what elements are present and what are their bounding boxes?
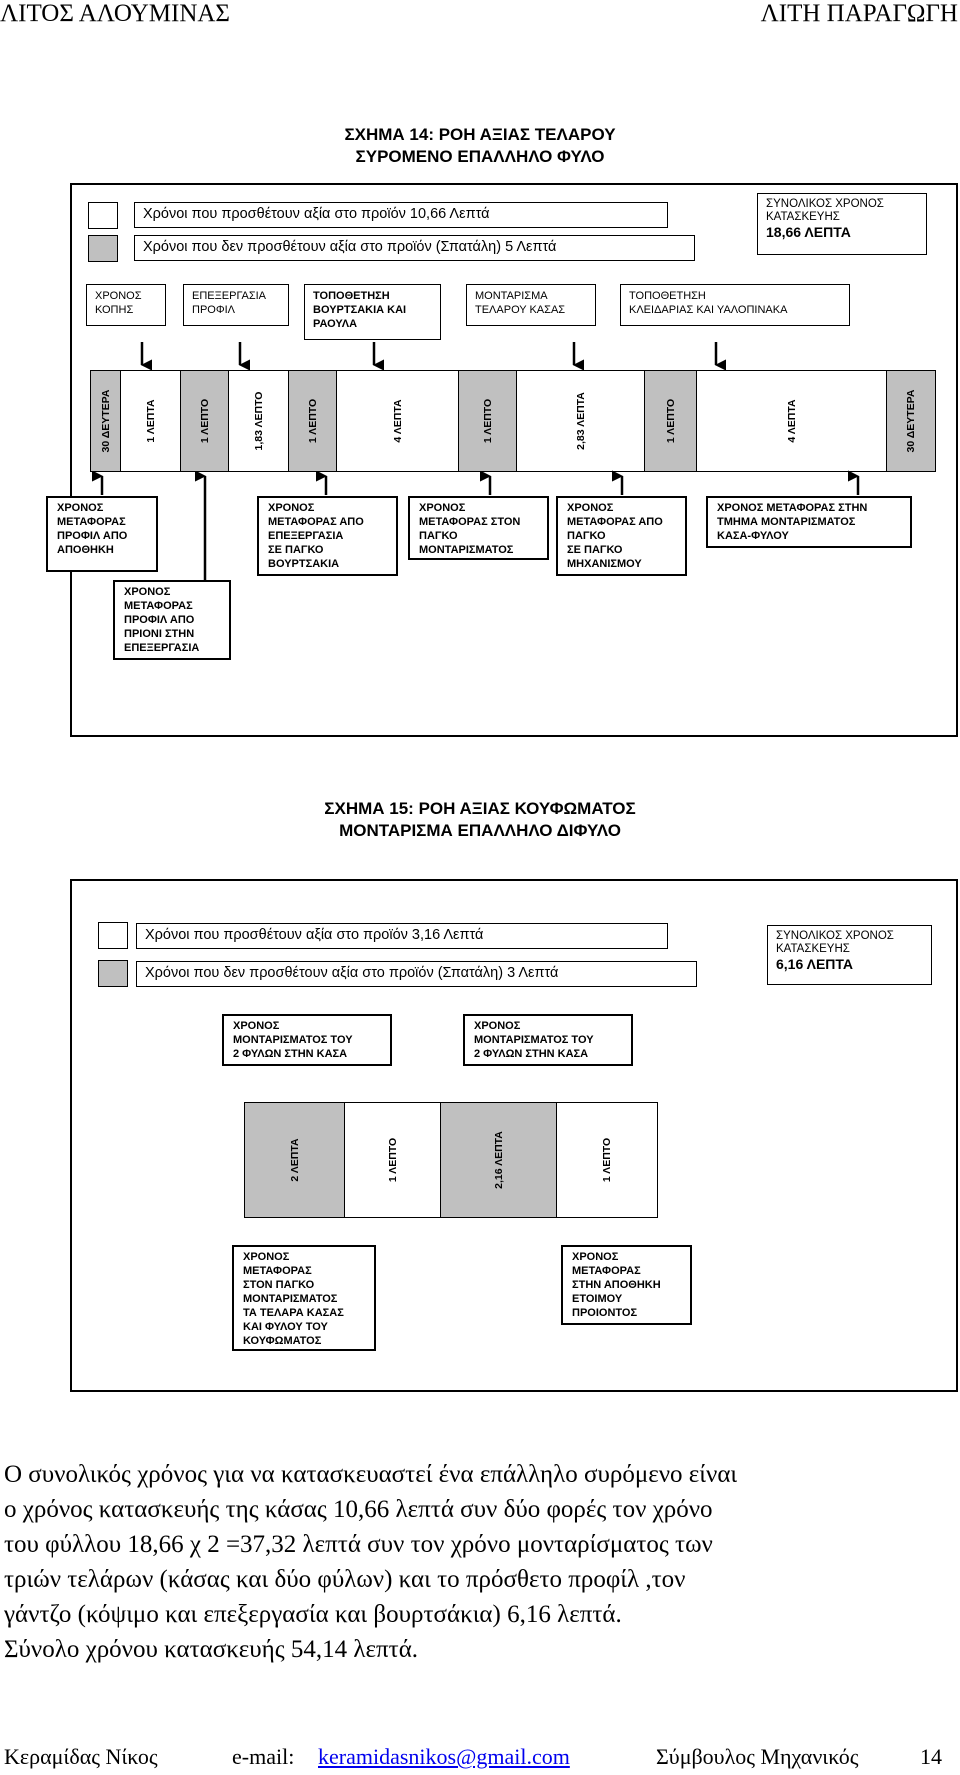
process-box-profile-processing: ΕΠΕΞΕΡΓΑΣΙΑ ΠΡΟΦΙΛ	[183, 284, 289, 326]
paragraph-line: τριών τελάρων (κάσας και δύο φύλων) και …	[4, 1566, 686, 1593]
figure15-title-line1: ΣΧΗΜΑ 15: ΡΟΗ ΑΞΙΑΣ ΚΟΥΦΩΜΑΤΟΣ	[324, 799, 636, 818]
legend-waste-swatch	[88, 235, 118, 262]
segment-time-label: 1 ΛΕΠΤΟ	[386, 1137, 399, 1183]
paragraph-line: ο χρόνος κατασκευής της κάσας 10,66 λεπτ…	[4, 1496, 713, 1523]
legend-value-text: Χρόνοι που προσθέτουν αξία στο προϊόν 10…	[134, 202, 668, 228]
total-time-value: 18,66 ΛΕΠΤΑ	[766, 224, 851, 240]
transport-box-mechanism-bench: ΧΡΟΝΟΣ ΜΕΤΑΦΟΡΑΣ ΑΠΟ ΠΑΓΚΟ ΣΕ ΠΑΓΚΟ ΜΗΧΑ…	[556, 496, 687, 576]
value-time-segment: 4 ΛΕΠΤΑ	[697, 371, 887, 471]
segment-time-label: 4 ΛΕΠΤΑ	[391, 399, 404, 443]
fig15-legend-value-text: Χρόνοι που προσθέτουν αξία στο προϊόν 3,…	[136, 923, 668, 949]
fig15-total-time-label: ΣΥΝΟΛΙΚΟΣ ΧΡΟΝΟΣ ΚΑΤΑΣΚΕΥΗΣ	[776, 930, 894, 955]
segment-time-label: 2,16 ΛΕΠΤΑ	[492, 1131, 505, 1189]
transport-box-saw: ΧΡΟΝΟΣ ΜΕΤΑΦΟΡΑΣ ΠΡΟΦΙΛ ΑΠΟ ΠΡΙΟΝΙ ΣΤΗΝ …	[113, 580, 231, 660]
process-box-cutting: ΧΡΟΝΟΣ ΚΟΠΗΣ	[86, 284, 166, 326]
waste-time-segment: 1 ΛΕΠΤΟ	[289, 371, 337, 471]
total-time-label: ΣΥΝΟΛΙΚΟΣ ΧΡΟΝΟΣ ΚΑΤΑΣΚΕΥΗΣ	[766, 198, 884, 223]
transport-box-assembly-section: ΧΡΟΝΟΣ ΜΕΤΑΦΟΡΑΣ ΣΤΗΝ ΤΜΗΜΑ ΜΟΝΤΑΡΙΣΜΑΤΟ…	[706, 496, 912, 548]
figure15-timeline: 2 ΛΕΠΤΑ 1 ΛΕΠΤΟ 2,16 ΛΕΠΤΑ 1 ΛΕΠΤΟ	[244, 1102, 658, 1218]
summary-paragraph: Ο συνολικός χρόνος για να κατασκευαστεί …	[4, 1457, 958, 1667]
value-time-segment: 1 ΛΕΠΤΑ	[121, 371, 181, 471]
paragraph-line: Ο συνολικός χρόνος για να κατασκευαστεί …	[4, 1461, 738, 1488]
waste-time-segment: 30 ΔΕΥΤΕΡΑ	[91, 371, 121, 471]
paragraph-line: του φύλλου 18,66 χ 2 =37,32 λεπτά συν το…	[4, 1531, 713, 1558]
footer-author: Κεραμίδας Νίκος	[4, 1744, 158, 1769]
segment-time-label: 1 ΛΕΠΤΟ	[664, 398, 677, 444]
fig15-legend-value-swatch	[98, 922, 128, 949]
fig15-legend-waste-swatch	[98, 960, 128, 987]
fig15-legend-waste-text: Χρόνοι που δεν προσθέτουν αξία στο προϊό…	[136, 961, 697, 987]
segment-time-label: 1 ΛΕΠΤΑ	[144, 399, 157, 443]
fig15-transport-box-1: ΧΡΟΝΟΣ ΜΕΤΑΦΟΡΑΣ ΣΤΟΝ ΠΑΓΚΟ ΜΟΝΤΑΡΙΣΜΑΤΟ…	[232, 1245, 376, 1351]
value-time-segment: 1 ΛΕΠΤΟ	[557, 1103, 657, 1217]
fig15-process-box-2: ΧΡΟΝΟΣ ΜΟΝΤΑΡΙΣΜΑΤΟΣ ΤΟΥ 2 ΦΥΛΩΝ ΣΤΗΝ ΚΑ…	[463, 1014, 633, 1066]
segment-time-label: 1 ΛΕΠΤΟ	[601, 1137, 613, 1183]
process-box-frame-assembly: ΜΟΝΤΑΡΙΣΜΑ ΤΕΛΑΡΟΥ ΚΑΣΑΣ	[466, 284, 596, 326]
fig15-total-time-value: 6,16 ΛΕΠΤΑ	[776, 956, 854, 972]
footer-page-number: 14	[920, 1744, 942, 1769]
waste-time-segment: 2 ΛΕΠΤΑ	[245, 1103, 345, 1217]
waste-time-segment: 2,16 ΛΕΠΤΑ	[441, 1103, 557, 1217]
header-right: ΛΙΤΗ ΠΑΡΑΓΩΓΗ	[760, 0, 958, 27]
value-time-segment: 4 ΛΕΠΤΑ	[337, 371, 459, 471]
total-time-box: ΣΥΝΟΛΙΚΟΣ ΧΡΟΝΟΣ ΚΑΤΑΣΚΕΥΗΣ 18,66 ΛΕΠΤΑ	[757, 193, 927, 255]
figure15-title-line2: ΜΟΝΤΑΡΙΣΜΑ ΕΠΑΛΛΗΛΟ ΔΙΦΥΛΟ	[339, 821, 621, 840]
value-time-segment: 1 ΛΕΠΤΟ	[345, 1103, 441, 1217]
process-box-brush-wheel: ΤΟΠΟΘΕΤΗΣΗ ΒΟΥΡΤΣΑΚΙΑ ΚΑΙ ΡΑΟΥΛΑ	[304, 284, 441, 340]
fig15-process-box-1: ΧΡΟΝΟΣ ΜΟΝΤΑΡΙΣΜΑΤΟΣ ΤΟΥ 2 ΦΥΛΩΝ ΣΤΗΝ ΚΑ…	[222, 1014, 392, 1066]
paragraph-line: γάντζο (κόψιμο και επεξεργασία και βουρτ…	[4, 1601, 622, 1628]
segment-time-label: 4 ΛΕΠΤΑ	[785, 399, 798, 443]
segment-time-label: 30 ΔΕΥΤΕΡΑ	[99, 389, 112, 453]
segment-time-label: 1 ΛΕΠΤΟ	[481, 398, 494, 444]
figure14-title-line2: ΣΥΡΟΜΕΝΟ ΕΠΑΛΛΗΛΟ ΦΥΛΟ	[355, 147, 605, 166]
transport-box-assembly-bench: ΧΡΟΝΟΣ ΜΕΤΑΦΟΡΑΣ ΣΤΟΝ ΠΑΓΚΟ ΜΟΝΤΑΡΙΣΜΑΤΟ…	[408, 496, 549, 560]
value-time-segment: 2,83 ΛΕΠΤΑ	[517, 371, 645, 471]
fig15-transport-box-2: ΧΡΟΝΟΣ ΜΕΤΑΦΟΡΑΣ ΣΤΗΝ ΑΠΟΘΗΚΗ ΕΤΟΙΜΟΥ ΠΡ…	[561, 1245, 692, 1325]
footer-role: Σύμβουλος Μηχανικός	[656, 1744, 859, 1769]
value-time-segment: 1,83 ΛΕΠΤΟ	[229, 371, 289, 471]
legend-waste-text: Χρόνοι που δεν προσθέτουν αξία στο προϊό…	[134, 235, 695, 261]
paragraph-line: Σύνολο χρόνου κατασκευής 54,14 λεπτά.	[4, 1636, 419, 1663]
fig15-total-time-box: ΣΥΝΟΛΙΚΟΣ ΧΡΟΝΟΣ ΚΑΤΑΣΚΕΥΗΣ 6,16 ΛΕΠΤΑ	[767, 925, 932, 985]
segment-time-label: 1,83 ΛΕΠΤΟ	[252, 391, 265, 451]
segment-time-label: 2 ΛΕΠΤΑ	[288, 1138, 301, 1182]
segment-time-label: 1 ΛΕΠΤΟ	[198, 398, 211, 444]
segment-time-label: 2,83 ΛΕΠΤΑ	[574, 392, 587, 450]
waste-time-segment: 1 ΛΕΠΤΟ	[459, 371, 517, 471]
transport-box-brush-bench: ΧΡΟΝΟΣ ΜΕΤΑΦΟΡΑΣ ΑΠΟ ΕΠΕΞΕΡΓΑΣΙΑ ΣΕ ΠΑΓΚ…	[257, 496, 398, 576]
segment-time-label: 30 ΔΕΥΤΕΡΑ	[905, 389, 917, 453]
figure14-timeline: 30 ΔΕΥΤΕΡΑ 1 ΛΕΠΤΑ 1 ΛΕΠΤΟ 1,83 ΛΕΠΤΟ 1 ΛΕΠΤ…	[90, 370, 936, 472]
waste-time-segment: 1 ΛΕΠΤΟ	[645, 371, 697, 471]
segment-time-label: 1 ΛΕΠΤΟ	[306, 398, 319, 444]
legend-value-swatch	[88, 202, 118, 229]
waste-time-segment: 1 ΛΕΠΤΟ	[181, 371, 229, 471]
transport-box-warehouse: ΧΡΟΝΟΣ ΜΕΤΑΦΟΡΑΣ ΠΡΟΦΙΛ ΑΠΟ ΑΠΟΘΗΚΗ	[46, 496, 158, 572]
footer-email-link[interactable]: keramidasnikos@gmail.com	[318, 1744, 570, 1769]
process-box-lock-glass: ΤΟΠΟΘΕΤΗΣΗ ΚΛΕΙΔΑΡΙΑΣ ΚΑΙ ΥΑΛΟΠΙΝΑΚΑ	[620, 284, 850, 326]
header-left: ΛΙΤΟΣ ΑΛΟΥΜΙΝΑΣ	[0, 0, 230, 27]
footer-email-label: e-mail:	[232, 1744, 295, 1769]
figure14-title-line1: ΣΧΗΜΑ 14: ΡΟΗ ΑΞΙΑΣ ΤΕΛΑΡΟΥ	[344, 125, 616, 144]
waste-time-segment: 30 ΔΕΥΤΕΡΑ	[887, 371, 935, 471]
